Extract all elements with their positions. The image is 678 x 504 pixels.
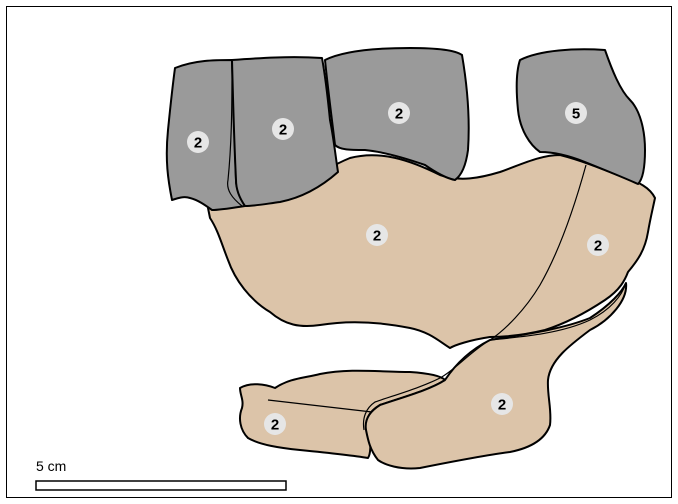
label-number: 2 bbox=[271, 417, 279, 434]
label-number: 5 bbox=[572, 106, 580, 123]
label-number: 2 bbox=[279, 122, 287, 139]
fragment-label-grey-a: 2 bbox=[187, 131, 209, 153]
fragment-label-tan-lower-right: 2 bbox=[491, 393, 513, 415]
label-number: 2 bbox=[395, 106, 403, 123]
fragment-label-tan-right: 2 bbox=[587, 234, 609, 256]
fragment-label-grey-c: 2 bbox=[388, 102, 410, 124]
fragment-label-grey-b: 2 bbox=[272, 118, 294, 140]
label-number: 2 bbox=[594, 238, 602, 255]
scale-bar-label: 5 cm bbox=[36, 458, 66, 474]
fragment-label-grey-d: 5 bbox=[565, 102, 587, 124]
label-number: 2 bbox=[194, 135, 202, 152]
fragment-label-tan-main: 2 bbox=[366, 224, 388, 246]
label-number: 2 bbox=[373, 228, 381, 245]
label-number: 2 bbox=[498, 397, 506, 414]
scale-bar-rect bbox=[36, 481, 286, 490]
fragment-label-tan-lower-left: 2 bbox=[264, 413, 286, 435]
